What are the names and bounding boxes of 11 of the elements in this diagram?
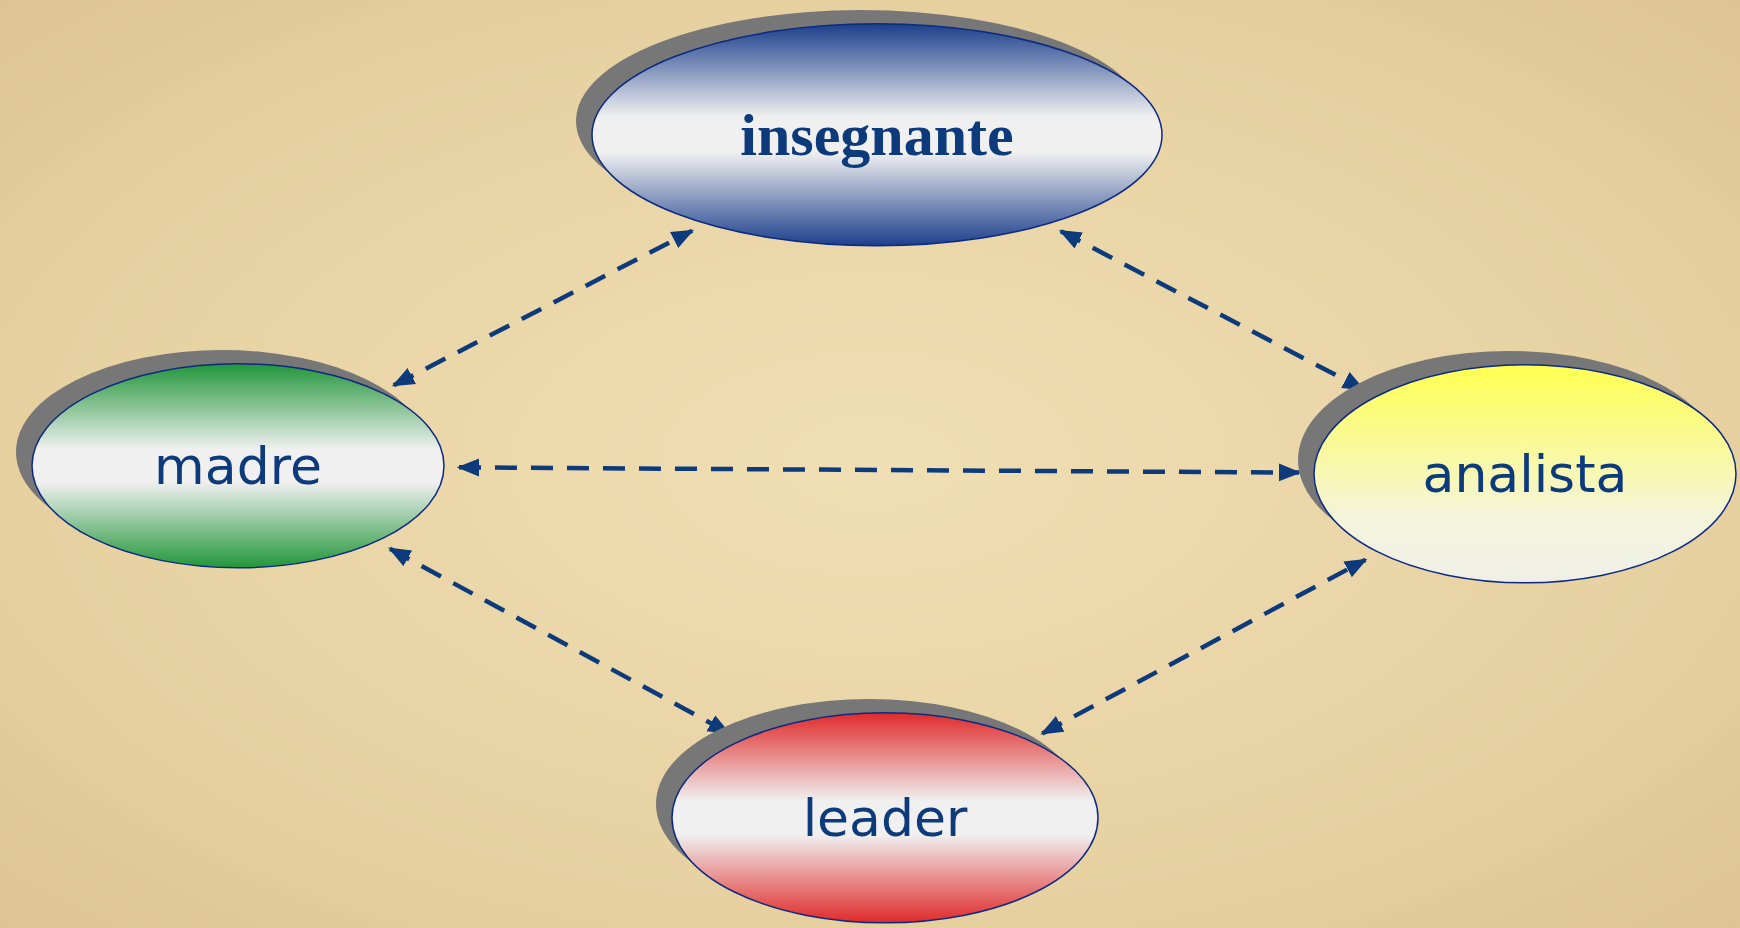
- dashed-arrow: [456, 458, 1302, 482]
- node-label: analista: [1422, 444, 1628, 504]
- node-label: madre: [154, 436, 322, 496]
- oval-node: [15, 350, 445, 569]
- dashed-arrow: [391, 228, 695, 388]
- node-label: leader: [802, 788, 968, 848]
- node-label: insegnante: [740, 100, 1014, 170]
- oval-node: [575, 10, 1163, 247]
- oval-node: [1297, 351, 1737, 584]
- oval-node: [655, 699, 1099, 924]
- dashed-arrow: [1040, 557, 1368, 736]
